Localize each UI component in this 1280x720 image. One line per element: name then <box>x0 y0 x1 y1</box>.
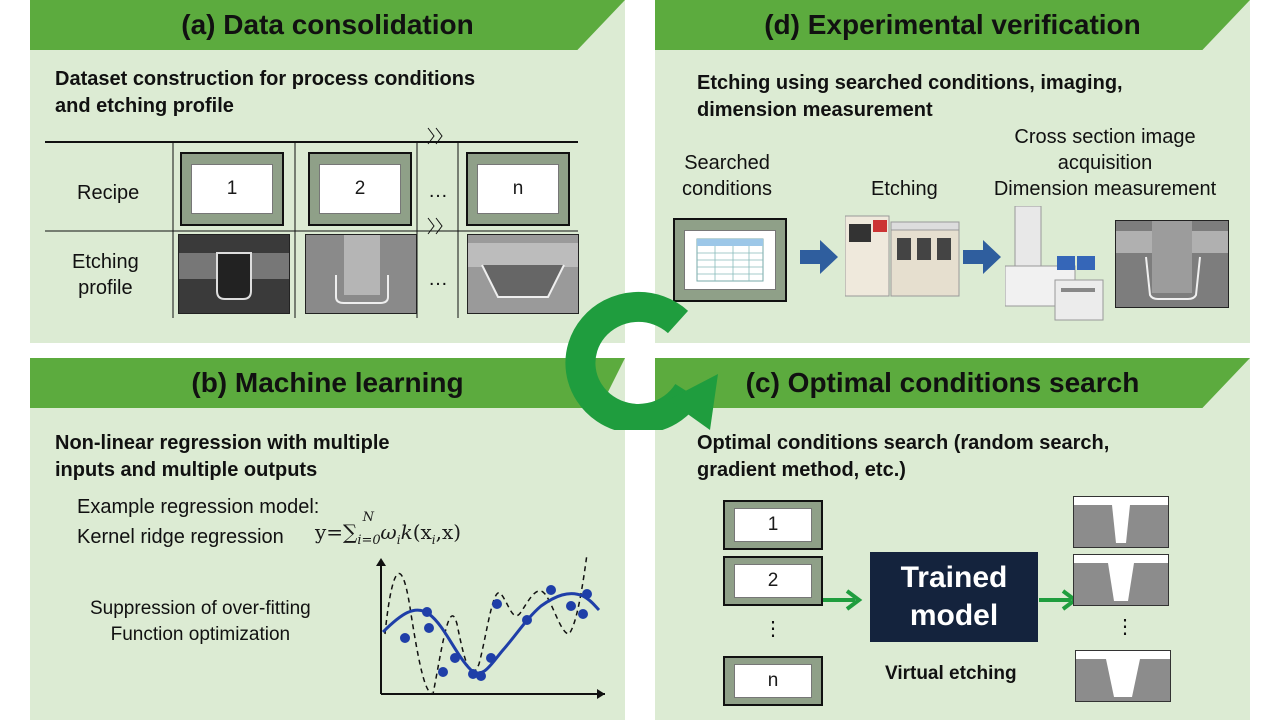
virtual-profile-1 <box>1073 496 1169 548</box>
regression-plot <box>376 554 605 699</box>
panel-c-subtitle-line2: gradient method, etc.) <box>697 459 906 481</box>
panel-experimental-verification: (d) Experimental verification Etching us… <box>655 0 1250 343</box>
virtual-profile-2 <box>1073 554 1169 606</box>
row-label-recipe: Recipe <box>77 182 140 204</box>
panel-b-subtitle-line1: Non-linear regression with multiple <box>55 432 390 454</box>
panel-a-subtitle-line1: Dataset construction for process conditi… <box>55 68 476 90</box>
cycle-arrow-icon <box>565 291 718 430</box>
recipe-sheet-2: 2 <box>319 164 401 214</box>
recipe-card-2: 2 <box>308 152 412 226</box>
panel-machine-learning: (b) Machine learning Non-linear regressi… <box>30 358 625 720</box>
panel-a-subtitle: Dataset construction for process conditi… <box>55 66 475 120</box>
panel-d-header: (d) Experimental verification <box>655 0 1250 50</box>
arrow-to-model <box>823 589 863 611</box>
model-line2: model <box>909 599 999 632</box>
cross-line3: Dimension measurement <box>993 178 1217 200</box>
panel-a-title: (a) Data consolidation <box>181 9 474 40</box>
suppression-label: Suppression of over-fitting <box>90 598 311 619</box>
search-recipe-sheet-1: 1 <box>734 508 812 542</box>
sem-measurement-equipment-icon <box>1005 206 1104 321</box>
virtual-profile-n <box>1075 650 1171 702</box>
row-label-profile-line1: Etching <box>72 251 139 273</box>
model-line1: Trained <box>900 561 1008 594</box>
panel-b-header: (b) Machine learning <box>30 358 625 408</box>
virtual-profile-vellipsis: ⋮ <box>1115 616 1135 638</box>
row-label-profile: Etching profile <box>72 249 139 301</box>
recipe-ellipsis: … <box>428 180 448 202</box>
search-recipe-vellipsis: ⋮ <box>763 618 783 640</box>
panel-b-subtitle: Non-linear regression with multiple inpu… <box>55 430 390 484</box>
row-label-profile-line2: profile <box>78 277 133 299</box>
profile-ellipsis: … <box>428 268 448 290</box>
panel-a-subtitle-line2: and etching profile <box>55 95 234 117</box>
panel-a-header: (a) Data consolidation <box>30 0 625 50</box>
cross-line1: Cross section image <box>1014 126 1196 148</box>
panel-d-subtitle: Etching using searched conditions, imagi… <box>697 70 1123 124</box>
panel-d-subtitle-line2: dimension measurement <box>697 99 933 121</box>
arrow-to-etching <box>800 240 838 274</box>
search-recipe-sheet-2: 2 <box>734 564 812 598</box>
panel-optimal-conditions-search: (c) Optimal conditions search Optimal co… <box>655 358 1250 720</box>
panel-b-title: (b) Machine learning <box>191 367 464 398</box>
sem-image-2 <box>305 234 417 314</box>
cross-section-label: Cross section image acquisition Dimensio… <box>985 124 1225 202</box>
searched-recipe-sheet <box>684 230 776 290</box>
searched-line2: conditions <box>682 178 773 200</box>
kernel-formula: y=∑i=0N ωik(xi,x) <box>315 510 462 548</box>
arrow-to-measurement <box>963 240 1001 274</box>
searched-line1: Searched <box>684 152 770 174</box>
etching-label: Etching <box>871 178 938 200</box>
cross-line2: acquisition <box>1057 152 1153 174</box>
function-optimization-label: Function optimization <box>110 624 291 645</box>
recipe-sheet-n: n <box>477 164 559 214</box>
dataset-table-lines <box>45 127 578 318</box>
cross-section-sem-image <box>1115 220 1229 308</box>
panel-data-consolidation: (a) Data consolidation Dataset construct… <box>30 0 625 343</box>
panel-c-title: (c) Optimal conditions search <box>745 367 1140 398</box>
panel-c-subtitle-line1: Optimal conditions search (random search… <box>697 432 1110 454</box>
trained-model-box: Trained model <box>870 552 1038 642</box>
panel-c-subtitle: Optimal conditions search (random search… <box>697 430 1109 484</box>
search-recipe-sheet-n: n <box>734 664 812 698</box>
search-recipe-card-2: 2 <box>723 556 823 606</box>
recipe-sheet-1: 1 <box>191 164 273 214</box>
search-recipe-card-1: 1 <box>723 500 823 550</box>
kernel-ridge-label: Kernel ridge regression <box>77 526 284 548</box>
sem-image-n <box>467 234 579 314</box>
virtual-etching-label: Virtual etching <box>885 663 1017 684</box>
panel-c-header: (c) Optimal conditions search <box>655 358 1250 408</box>
panel-d-subtitle-line1: Etching using searched conditions, imagi… <box>697 72 1123 94</box>
recipe-card-n: n <box>466 152 570 226</box>
recipe-card-1: 1 <box>180 152 284 226</box>
sem-image-1 <box>178 234 290 314</box>
searched-conditions-label: Searched conditions <box>682 150 772 202</box>
search-recipe-card-n: n <box>723 656 823 706</box>
panel-b-subtitle-line2: inputs and multiple outputs <box>55 459 318 481</box>
etching-equipment-icon <box>845 215 960 297</box>
example-model-label: Example regression model: <box>77 496 320 518</box>
regression-notes: Suppression of over-fitting Function opt… <box>90 596 311 648</box>
panel-d-title: (d) Experimental verification <box>764 9 1141 40</box>
searched-recipe-card <box>673 218 787 302</box>
